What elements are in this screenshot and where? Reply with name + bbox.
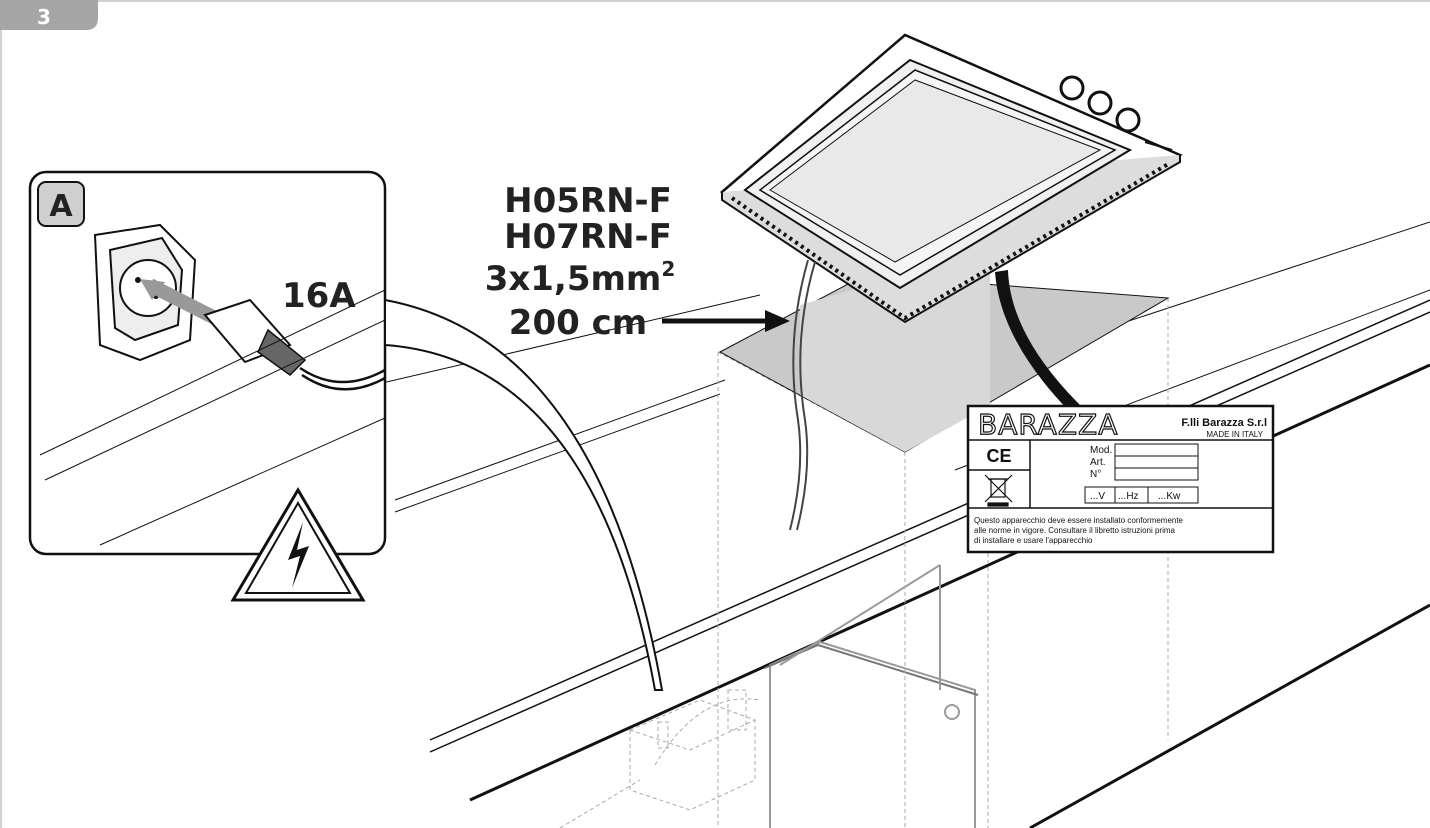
hob [719,33,1183,324]
kilowatt-field: ...Kw [1158,491,1181,502]
inset-label: A [49,189,73,224]
inset-a: A 16A [28,170,387,602]
notice-line-3: di installare e usare l'apparecchio [974,536,1093,545]
electric-hazard-icon [230,487,366,602]
volt-field: ...V [1090,491,1105,502]
mod-label: Mod. [1090,445,1112,456]
cable-length: 200 cm [509,303,647,343]
notice-line-2: alle norme in vigore. Consultare il libr… [974,526,1176,535]
cable-spec: H05RN-F H07RN-F 3x1,5mm2 200 cm [485,181,790,343]
weee-bin-icon [984,474,1013,507]
brand-logo: BARAZZA [978,408,1118,441]
cable-type-1: H05RN-F [504,181,672,221]
current-rating: 16A [282,276,356,316]
cabinet-door [764,564,979,828]
rating-plate: BARAZZA F.lli Barazza S.r.l MADE IN ITAL… [966,404,1275,554]
plate-leader [995,270,1080,412]
hob-power-cable [789,259,816,531]
knob-icon [1087,90,1113,116]
hertz-field: ...Hz [1118,491,1139,502]
knob-icon [1115,107,1141,133]
art-label: Art. [1090,457,1106,468]
step-tab [0,0,98,30]
inset-leader [384,298,664,691]
ce-mark: CE [986,446,1011,466]
step-number: 3 [37,5,51,29]
arrow-right-icon [765,310,790,332]
serial-label: N° [1090,469,1101,480]
cable-type-2: H07RN-F [504,217,672,257]
notice-line-1: Questo apparecchio deve essere installat… [974,516,1184,525]
company-name: F.lli Barazza S.r.l [1181,417,1267,429]
cable-section: 3x1,5mm2 [485,257,676,299]
knob-icon [1059,75,1085,101]
made-in: MADE IN ITALY [1206,430,1263,439]
